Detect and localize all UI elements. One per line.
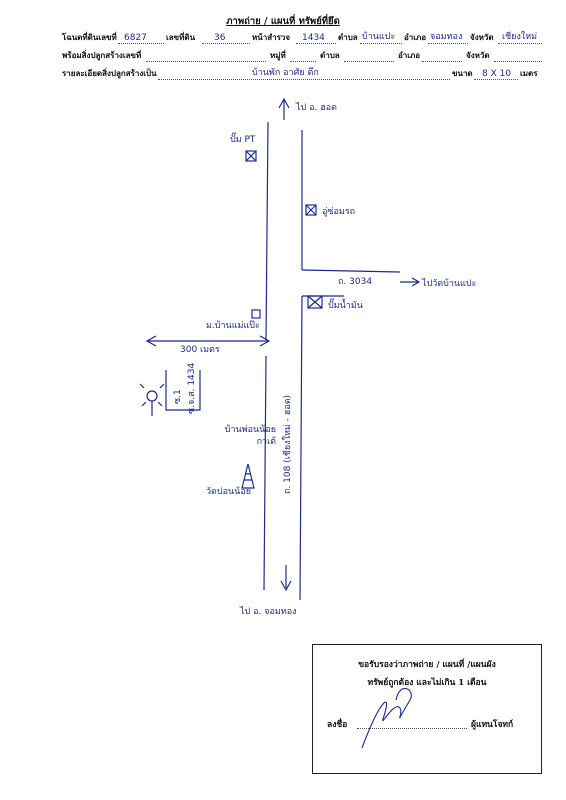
house-label: บ้านพ่อนน้อย กาเต้ bbox=[224, 425, 276, 447]
building-row: พร้อมสิ่งปลูกสร้างเลขที่ หมู่ที่ ตำบล อำ… bbox=[62, 50, 544, 64]
deed-row: โฉนดที่ดินเลขที่ 6827 เลขที่ดิน 36 หน้าส… bbox=[62, 32, 544, 46]
road-left-edge bbox=[263, 121, 269, 591]
building-label: พร้อมสิ่งปลูกสร้างเลขที่ bbox=[62, 50, 142, 60]
arrow-down-icon bbox=[280, 565, 292, 592]
arrow-right-icon bbox=[400, 277, 421, 287]
distance-arrow-icon bbox=[145, 335, 271, 347]
detail-value: บ้านพัก อาศัย ตึก bbox=[252, 68, 319, 78]
survey-label: หน้าสำรวจ bbox=[252, 32, 291, 42]
cert-line-2: ทรัพย์ถูกต้อง และไม่เกิน 1 เดือน bbox=[367, 678, 487, 688]
pt-station-marker bbox=[245, 150, 257, 162]
soi-1-label: ซ.1 bbox=[173, 389, 183, 404]
amphoe-value: จอมทอง bbox=[430, 32, 463, 42]
garage-marker bbox=[305, 204, 317, 216]
signature-scribble bbox=[361, 688, 412, 749]
fuel-pump-marker bbox=[307, 295, 323, 309]
certification-box: ขอรับรองว่าภาพถ่าย / แผนที่ /แผนผัง ทรัพ… bbox=[312, 644, 542, 774]
signature-row: ลงชื่อ ผู้แทนโจทก์ bbox=[327, 717, 537, 731]
temple-marker bbox=[241, 463, 255, 489]
pt-station-label: ปั๊ม PT bbox=[230, 135, 256, 145]
village-sign-marker bbox=[251, 309, 261, 319]
soi-lane bbox=[165, 370, 201, 411]
province-value: เชียงใหม่ bbox=[502, 32, 538, 42]
amphoe-label: อำเภอ bbox=[404, 32, 427, 42]
size-value: 8 X 10 bbox=[482, 69, 512, 79]
cert-line-1: ขอรับรองว่าภาพถ่าย / แผนที่ /แผนผัง bbox=[358, 660, 496, 670]
detail-row: รายละเอียดสิ่งปลูกสร้างเป็น บ้านพัก อาศั… bbox=[62, 68, 544, 82]
size-label: ขนาด bbox=[452, 68, 473, 78]
tower-icon bbox=[146, 390, 158, 402]
tambon-value: บ้านแปะ bbox=[362, 32, 396, 42]
tambon-label: ตำบล bbox=[338, 32, 358, 42]
fuel-pump-label: ปั๊มน้ำมัน bbox=[328, 301, 363, 311]
row2-tambon-label: ตำบล bbox=[320, 50, 340, 60]
to-chomthong-label: ไป อ. จอมทอง bbox=[240, 607, 297, 617]
temple-label: วัดปอนน้อย bbox=[206, 487, 251, 497]
role-label: ผู้แทนโจทก์ bbox=[471, 720, 514, 730]
to-hod-label: ไป อ. ฮอด bbox=[296, 103, 337, 113]
page-title: ภาพถ่าย / แผนที่ ทรัพย์ที่ยึด bbox=[226, 16, 340, 27]
unit-label: เมตร bbox=[520, 68, 538, 78]
road-3034-label: ถ. 3034 bbox=[338, 277, 373, 287]
moo-label: หมู่ที่ bbox=[270, 50, 286, 60]
deed-value: 6827 bbox=[124, 33, 147, 43]
province-label: จังหวัด bbox=[470, 32, 494, 42]
land-no-label: เลขที่ดิน bbox=[166, 32, 196, 42]
to-wat-label: ไปวัดบ้านแปะ bbox=[422, 279, 477, 289]
distance-label: 300 เมตร bbox=[180, 345, 220, 355]
survey-value: 1434 bbox=[302, 33, 325, 43]
detail-label: รายละเอียดสิ่งปลูกสร้างเป็น bbox=[62, 68, 157, 78]
land-no-value: 36 bbox=[214, 33, 226, 43]
village-sign-label: ม.บ้านแม่แป๊ะ bbox=[206, 321, 260, 331]
soi-name-label: ซ.จ.ส. 1434 bbox=[187, 362, 197, 414]
arrow-up-icon bbox=[278, 97, 290, 120]
garage-label: อู่ซ่อมรถ bbox=[322, 207, 356, 217]
row2-amphoe-label: อำเภอ bbox=[398, 50, 421, 60]
road-108-label: ถ. 108 (เชียงใหม่ - ฮอด) bbox=[283, 394, 293, 494]
deed-label: โฉนดที่ดินเลขที่ bbox=[62, 32, 117, 42]
sign-label: ลงชื่อ bbox=[327, 720, 348, 730]
row2-province-label: จังหวัด bbox=[466, 50, 490, 60]
road-right-edge bbox=[299, 130, 303, 601]
